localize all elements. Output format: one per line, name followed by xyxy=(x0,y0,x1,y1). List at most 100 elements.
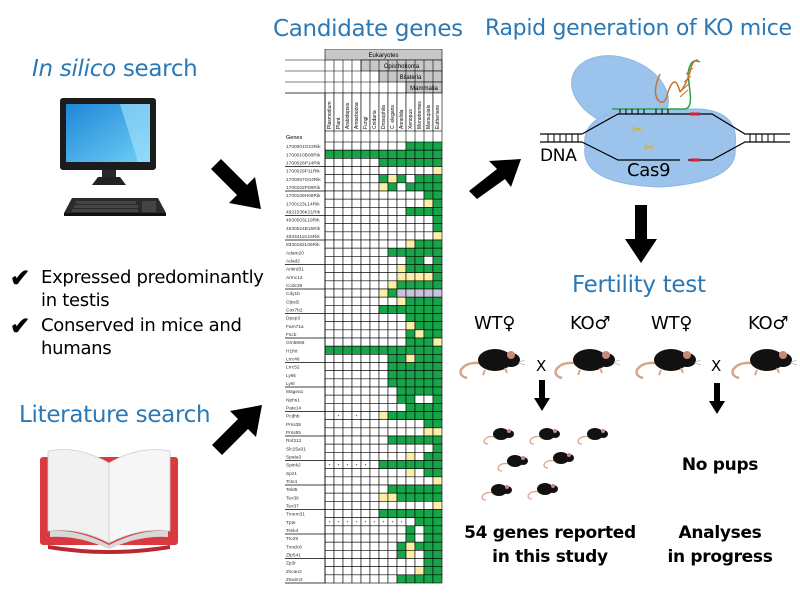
ko-male-label: KO♂ xyxy=(570,313,611,334)
table-cell xyxy=(414,378,425,388)
table-cell xyxy=(378,280,389,290)
table-cell xyxy=(414,566,425,576)
table-cell xyxy=(324,403,335,412)
table-cell xyxy=(351,476,362,486)
table-cell xyxy=(360,427,371,437)
table-cell xyxy=(405,141,416,151)
table-cell xyxy=(351,231,362,241)
table-cell xyxy=(396,574,407,584)
table-cell xyxy=(342,166,353,175)
table-cell xyxy=(324,550,335,559)
table-cell xyxy=(396,215,407,224)
criteria-line: Conserved in mice and xyxy=(41,315,242,336)
table-cell xyxy=(342,378,353,388)
table-cell xyxy=(324,329,335,339)
clade-header: Opisthokonta xyxy=(360,59,443,72)
table-cell xyxy=(378,476,389,486)
table-cell xyxy=(396,207,407,216)
table-cell xyxy=(333,215,344,224)
table-cell xyxy=(423,541,434,551)
table-row: 1700029P11Rik xyxy=(286,166,443,175)
table-cell xyxy=(342,174,353,184)
computer-icon xyxy=(58,95,170,230)
in-silico-italic: In silico xyxy=(32,56,116,82)
mouse-icon xyxy=(633,340,703,385)
table-cell xyxy=(369,550,380,559)
table-cell xyxy=(369,386,380,396)
column-header-label: Amoebozoa xyxy=(354,102,360,129)
table-cell xyxy=(396,174,407,184)
table-cell xyxy=(423,411,434,420)
table-cell xyxy=(432,435,443,445)
gene-name: Tpte xyxy=(286,520,296,526)
gene-name: Spink2 xyxy=(286,463,301,469)
gene-name: Txndc8 xyxy=(286,544,302,550)
table-cell xyxy=(423,305,434,314)
table-cell xyxy=(369,149,380,159)
table-cell xyxy=(414,231,425,241)
table-cell xyxy=(324,313,335,322)
table-row: 1700102P08Rik xyxy=(285,182,443,192)
table-cell xyxy=(342,558,353,567)
table-cell xyxy=(369,288,380,298)
table-cell xyxy=(396,354,407,363)
gene-name: Spz1 xyxy=(286,471,297,477)
table-cell xyxy=(369,182,380,192)
table-cell xyxy=(432,484,443,494)
table-cell xyxy=(360,190,371,200)
table-cell xyxy=(414,484,425,494)
gene-name: Tex36 xyxy=(286,495,299,501)
table-cell xyxy=(342,141,353,151)
table-cell xyxy=(342,280,353,290)
table-cell xyxy=(360,247,371,257)
book-icon xyxy=(38,447,180,562)
table-cell xyxy=(342,239,353,249)
table-cell xyxy=(360,296,371,306)
column-header-label: Plasmodium xyxy=(327,101,333,129)
table-cell xyxy=(360,223,371,233)
table-cell xyxy=(324,158,335,167)
table-cell xyxy=(423,198,434,208)
table-cell xyxy=(396,386,407,396)
table-row: Prss38 xyxy=(286,419,443,429)
table-cell xyxy=(333,427,344,437)
table-cell xyxy=(396,305,407,314)
table-cell xyxy=(423,550,434,559)
table-cell xyxy=(414,574,425,584)
table-cell xyxy=(369,272,380,282)
gene-name: 4930503L19Rik xyxy=(286,218,320,224)
gene-name: Pate14 xyxy=(286,406,302,412)
table-cell xyxy=(333,264,344,273)
table-cell xyxy=(378,386,389,396)
table-cell xyxy=(387,223,398,233)
table-cell xyxy=(387,158,398,167)
table-cell xyxy=(387,174,398,184)
table-cell xyxy=(360,443,371,453)
criteria-text: Expressed predominantly in testis xyxy=(41,266,264,312)
table-cell xyxy=(423,149,434,159)
table-row: Clpsl2 xyxy=(286,296,443,306)
table-cell xyxy=(396,337,407,347)
table-cell xyxy=(351,239,362,249)
table-cell xyxy=(414,492,425,502)
table-cell xyxy=(378,198,389,208)
table-cell xyxy=(369,223,380,233)
table-cell xyxy=(351,337,362,347)
table-cell xyxy=(387,386,398,396)
table-cell xyxy=(369,166,380,175)
table-cell xyxy=(387,476,398,486)
criteria-line: in testis xyxy=(41,290,110,311)
table-cell xyxy=(351,256,362,265)
criteria-line: humans xyxy=(41,338,112,359)
table-cell xyxy=(432,525,443,535)
table-cell xyxy=(396,378,407,388)
table-cell xyxy=(351,427,362,437)
table-cell xyxy=(324,476,335,486)
dna-label: DNA xyxy=(540,146,577,166)
table-cell xyxy=(351,435,362,445)
table-cell xyxy=(360,174,371,184)
no-pups-result: No pups xyxy=(681,455,759,475)
table-cell xyxy=(378,247,389,257)
table-cell xyxy=(342,533,353,543)
table-cell xyxy=(324,337,335,347)
